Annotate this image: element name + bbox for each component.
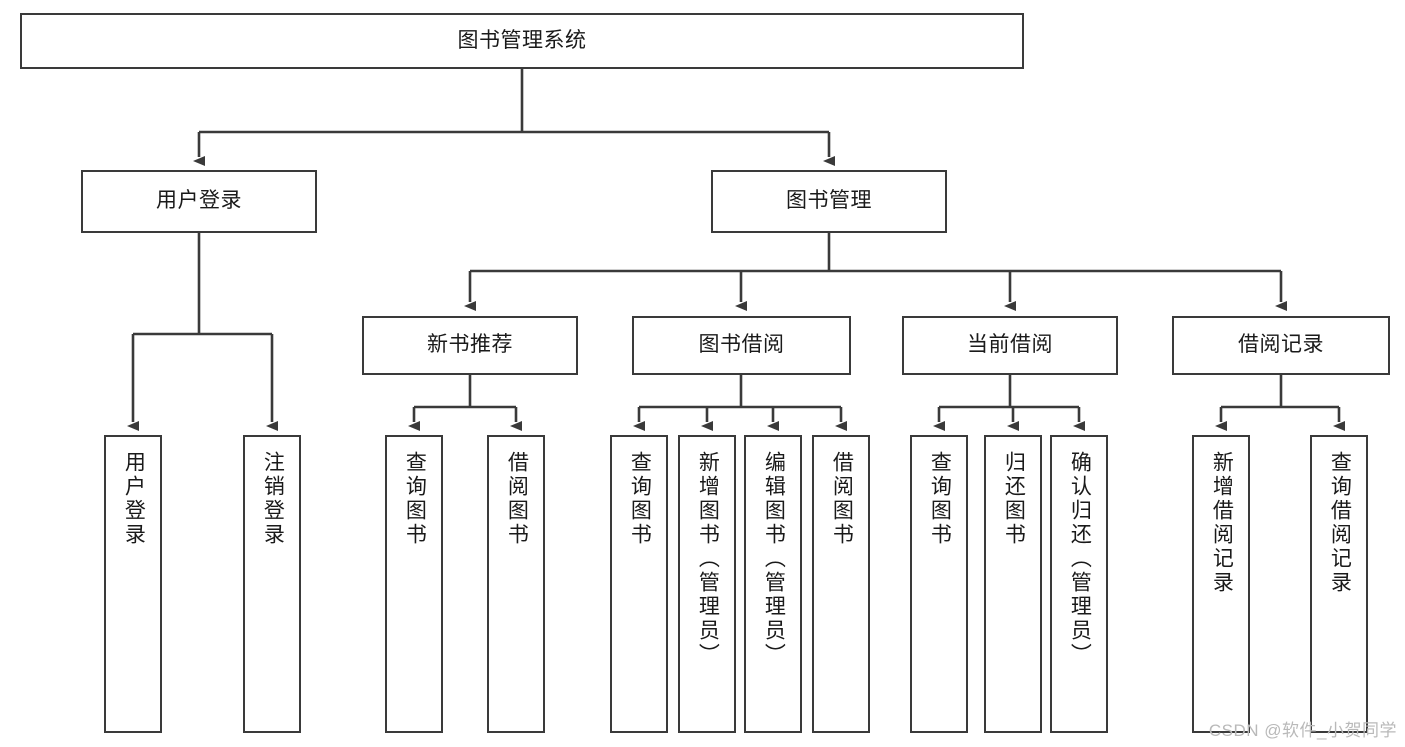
node-new-book-recommend[interactable]: 新书推荐 [362, 316, 578, 375]
node-user-login[interactable]: 用户登录 [81, 170, 317, 233]
node-leaf-borrow-book-2[interactable]: 借阅图书 [812, 435, 870, 733]
node-label-leaf-add-book: 新增图书（管理员） [696, 451, 720, 667]
node-book-management[interactable]: 图书管理 [711, 170, 947, 233]
node-leaf-query-book-2[interactable]: 查询图书 [610, 435, 668, 733]
node-label-current-borrow: 当前借阅 [967, 333, 1053, 357]
node-label-leaf-add-record: 新增借阅记录 [1210, 451, 1234, 595]
node-leaf-user-login[interactable]: 用户登录 [104, 435, 162, 733]
node-label-borrow-records: 借阅记录 [1238, 333, 1324, 357]
node-leaf-query-record[interactable]: 查询借阅记录 [1310, 435, 1368, 733]
node-label-leaf-edit-book: 编辑图书（管理员） [762, 451, 786, 667]
node-label-leaf-query-record: 查询借阅记录 [1328, 451, 1352, 595]
node-root-system[interactable]: 图书管理系统 [20, 13, 1024, 69]
node-label-book-borrow: 图书借阅 [698, 333, 785, 357]
node-leaf-add-record[interactable]: 新增借阅记录 [1192, 435, 1250, 733]
node-leaf-return-book[interactable]: 归还图书 [984, 435, 1042, 733]
node-borrow-records[interactable]: 借阅记录 [1172, 316, 1390, 375]
node-label-leaf-user-login: 用户登录 [122, 451, 146, 547]
node-label-user-login: 用户登录 [156, 189, 242, 213]
node-label-leaf-return-book: 归还图书 [1002, 451, 1026, 547]
node-leaf-user-logout[interactable]: 注销登录 [243, 435, 301, 733]
node-label-leaf-borrow-book-2: 借阅图书 [830, 451, 854, 547]
node-current-borrow[interactable]: 当前借阅 [902, 316, 1118, 375]
node-label-leaf-confirm-return: 确认归还（管理员） [1068, 451, 1092, 667]
node-label-leaf-borrow-book-1: 借阅图书 [505, 451, 529, 547]
node-label-root: 图书管理系统 [457, 28, 587, 52]
node-leaf-query-book-3[interactable]: 查询图书 [910, 435, 968, 733]
node-leaf-query-book-1[interactable]: 查询图书 [385, 435, 443, 733]
watermark-text: CSDN @软件_小贺同学 [1208, 721, 1397, 740]
node-label-leaf-user-logout: 注销登录 [261, 451, 285, 547]
node-label-leaf-query-book-2: 查询图书 [628, 451, 652, 547]
node-label-leaf-query-book-1: 查询图书 [403, 451, 427, 547]
node-label-leaf-query-book-3: 查询图书 [928, 451, 952, 547]
node-label-book-management: 图书管理 [786, 189, 872, 213]
node-leaf-borrow-book-1[interactable]: 借阅图书 [487, 435, 545, 733]
node-leaf-confirm-return[interactable]: 确认归还（管理员） [1050, 435, 1108, 733]
node-leaf-add-book[interactable]: 新增图书（管理员） [678, 435, 736, 733]
node-label-new-book-recommend: 新书推荐 [427, 333, 513, 357]
node-book-borrow[interactable]: 图书借阅 [632, 316, 851, 375]
node-leaf-edit-book[interactable]: 编辑图书（管理员） [744, 435, 802, 733]
